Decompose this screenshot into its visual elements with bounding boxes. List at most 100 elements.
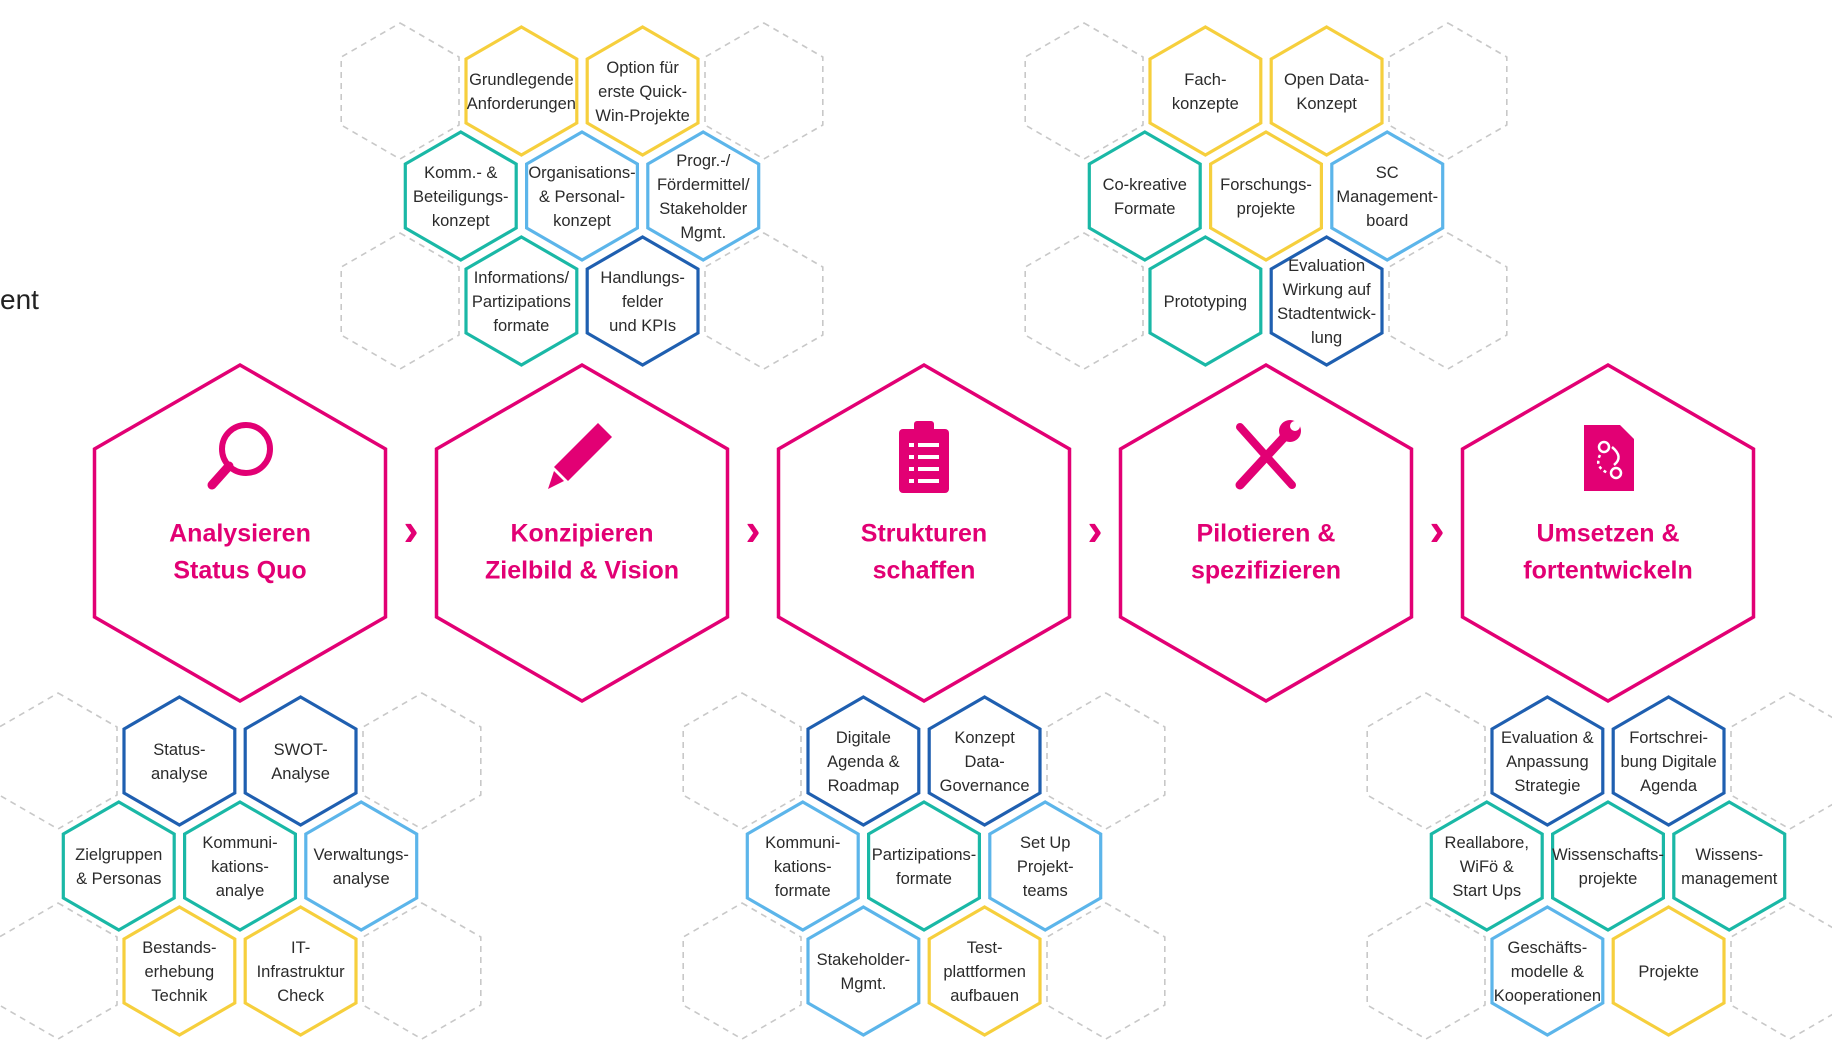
topic-hex: Komm.- &Beteiligungs-konzept <box>403 130 518 262</box>
phase-umsetzen: Umsetzen &fortentwickeln <box>1460 362 1756 704</box>
topic-hexagon-border <box>806 905 921 1037</box>
topic-hexagon-border <box>1490 695 1605 827</box>
topic-hexagon-border <box>1208 130 1324 262</box>
topic-label-line: Win-Projekte <box>595 107 689 125</box>
topic-label-line: projekte <box>1579 870 1638 888</box>
topic-label-line: Wissenschafts- <box>1552 846 1664 864</box>
topic-label-line: Fach- <box>1184 71 1226 89</box>
topic-label: Partizipations-formate <box>872 846 977 888</box>
phase-hexagon <box>1460 362 1756 704</box>
topic-label-line: Organisations- <box>528 164 635 182</box>
topic-label: Stakeholder-Mgmt. <box>817 951 911 993</box>
topic-hex: Kommuni-kations-analye <box>183 800 297 932</box>
topic-label-line: Progr.-/ <box>676 152 731 170</box>
topic-hex: Status-analyse <box>122 695 237 827</box>
ghost-hexagon <box>1024 232 1144 370</box>
clipboard-icon <box>899 421 949 493</box>
topic-label-line: Formate <box>1114 200 1175 218</box>
topic-label-line: Check <box>277 987 325 1005</box>
topic-label-line: Status- <box>153 741 205 759</box>
topic-label-line: Option für <box>606 59 679 77</box>
topic-label-line: Open Data- <box>1284 71 1369 89</box>
magnifier-icon <box>207 422 273 490</box>
truncated-edge-text: ent <box>0 284 39 315</box>
topic-label-line: & Personal- <box>539 188 625 206</box>
topic-label-line: Zielgruppen <box>75 846 162 864</box>
topic-label-line: konzept <box>553 212 611 230</box>
topic-label-line: bung Digitale <box>1620 753 1716 771</box>
phase-hexagon <box>776 362 1072 704</box>
phase-pilotieren: Pilotieren &spezifizieren <box>1118 362 1414 704</box>
topic-label-line: konzept <box>432 212 490 230</box>
topic-label: Status-analyse <box>151 741 208 783</box>
pencil-icon <box>548 423 612 489</box>
ghost-hexagon <box>340 232 460 370</box>
topic-label: Kommuni-kations-formate <box>765 834 840 900</box>
ghost-hexagon <box>682 902 802 1040</box>
topic-label-line: Bestands- <box>142 939 216 957</box>
topic-hex: Projekte <box>1611 905 1726 1037</box>
topic-label-line: Prototyping <box>1164 293 1247 311</box>
topic-hexagon-border <box>524 130 640 262</box>
topic-label-line: felder <box>622 293 664 311</box>
topic-label-line: formate <box>775 882 831 900</box>
topic-label-line: kations- <box>774 858 832 876</box>
topic-label-line: Partizipations- <box>872 846 977 864</box>
topic-hexagon-border <box>1550 800 1666 932</box>
topic-label-line: IT- <box>291 939 310 957</box>
flow-arrow-icon: › <box>1087 503 1102 555</box>
topic-label-line: Technik <box>151 987 208 1005</box>
topic-label-line: Geschäfts- <box>1507 939 1587 957</box>
topic-label-line: Roadmap <box>828 777 900 795</box>
topic-hexagon-border <box>403 130 518 262</box>
topic-hexagon-border <box>745 800 860 932</box>
topic-hexagon-border <box>1330 130 1445 262</box>
topic-label-line: modelle & <box>1511 963 1584 981</box>
phase-hexagon <box>434 362 730 704</box>
topic-label-line: formate <box>896 870 952 888</box>
phase-hexagon <box>1118 362 1414 704</box>
topic-hexagon-border <box>1269 25 1384 157</box>
phase-title-line: Strukturen <box>861 519 987 547</box>
topic-label-line: Stakeholder- <box>817 951 911 969</box>
topic-label-line: Projekt- <box>1017 858 1074 876</box>
topic-label: SWOT-Analyse <box>271 741 330 783</box>
topic-label-line: erhebung <box>145 963 215 981</box>
phase-title-line: spezifizieren <box>1191 556 1341 584</box>
topic-label: Komm.- &Beteiligungs-konzept <box>413 164 508 230</box>
topic-hex: Verwaltungs-analyse <box>304 800 419 932</box>
topic-label-line: Kommuni- <box>765 834 840 852</box>
topic-label-line: konzepte <box>1172 95 1239 113</box>
topic-hexagon-border <box>61 800 176 932</box>
ghost-hexagon <box>1046 692 1166 830</box>
topic-hexagon-border <box>1148 25 1263 157</box>
topic-label-line: Agenda & <box>827 753 899 771</box>
ghost-hexagon <box>1388 22 1508 160</box>
topic-label: Verwaltungs-analyse <box>314 846 409 888</box>
topic-label-line: Co-kreative <box>1103 176 1187 194</box>
topic-label: Projekte <box>1638 963 1699 981</box>
topic-label-line: SC <box>1376 164 1399 182</box>
topic-hex: SWOT-Analyse <box>243 695 358 827</box>
topic-label-line: Konzept <box>954 729 1015 747</box>
topic-label: Wissenschafts-projekte <box>1552 846 1664 888</box>
topic-label: Open Data-Konzept <box>1284 71 1369 113</box>
